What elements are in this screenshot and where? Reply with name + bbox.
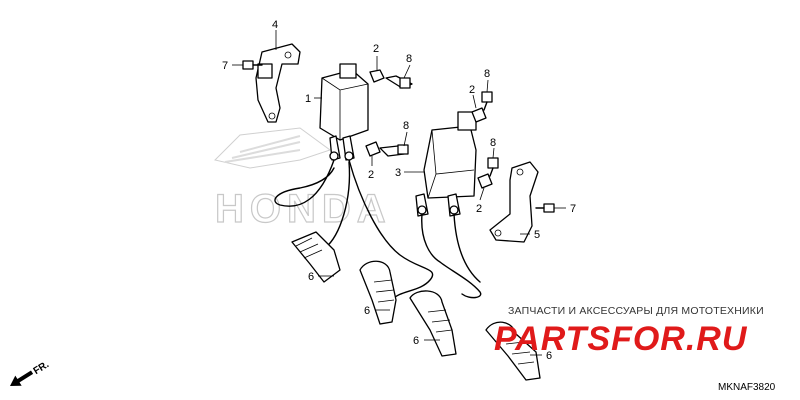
ignition-leads: [274, 159, 482, 301]
callout-1: 1: [305, 93, 311, 105]
callout-2-mid: 2: [368, 169, 374, 181]
callout-5: 5: [534, 229, 540, 241]
callout-3: 3: [395, 167, 401, 179]
callout-7-right: 7: [570, 203, 576, 215]
leader-lines: [232, 30, 566, 356]
part-clip-d: [477, 173, 493, 189]
callout-8-mid: 8: [403, 120, 409, 132]
part-clip-a: [369, 69, 385, 83]
brand-emblem: HONDA: [214, 127, 392, 232]
part-plug-cap-2: [359, 260, 397, 325]
diagram-code: MKNAF3820: [718, 382, 776, 393]
part-clip-b: [365, 141, 381, 157]
part-bracket-upper: [255, 43, 301, 123]
direction-label: FR.: [32, 359, 52, 377]
callout-8-right-lower: 8: [490, 137, 496, 149]
brand-background-text: HONDA: [215, 187, 392, 231]
callout-2-upper: 2: [373, 43, 379, 55]
part-bolt-8b: [379, 144, 409, 157]
part-bolt-8d: [487, 157, 499, 177]
callout-2-right-lower: 2: [476, 203, 482, 215]
part-plug-cap-1: [291, 231, 341, 283]
callout-6-a: 6: [308, 271, 314, 283]
watermark: ЗАПЧАСТИ И АКСЕССУАРЫ ДЛЯ МОТОТЕХНИКИ PA…: [494, 305, 764, 358]
part-coil-right: [415, 111, 477, 217]
part-plug-cap-4: [485, 321, 541, 381]
part-bolt-8c: [481, 91, 493, 111]
callout-8-upper: 8: [406, 53, 412, 65]
callout-numbers: 4 7 1 2 8 2 8 8 2 8 3 2 7 5 6 6 6 6: [222, 19, 576, 362]
part-bracket-lower: [489, 161, 539, 243]
part-coil-left: [319, 63, 369, 161]
front-direction-arrow: FR.: [10, 359, 52, 386]
callout-2-right-upper: 2: [469, 84, 475, 96]
part-plug-cap-3: [409, 290, 457, 357]
part-bolt-right: [535, 203, 555, 213]
watermark-caption: ЗАПЧАСТИ И АКСЕССУАРЫ ДЛЯ МОТОТЕХНИКИ: [508, 305, 764, 317]
callout-8-right-upper: 8: [484, 68, 490, 80]
callout-6-b: 6: [364, 305, 370, 317]
callout-7-left: 7: [222, 60, 228, 72]
part-bolt-8a: [385, 75, 413, 89]
callout-6-d: 6: [546, 350, 552, 362]
part-clip-c: [471, 107, 487, 123]
watermark-logo: PARTSFOR.RU: [494, 320, 748, 358]
callout-4: 4: [272, 19, 278, 31]
callout-6-c: 6: [413, 335, 419, 347]
